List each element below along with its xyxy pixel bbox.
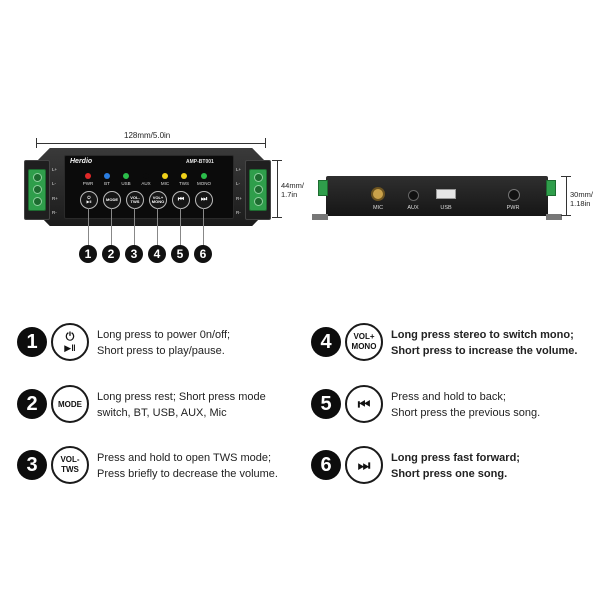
bt-led [104,173,110,179]
usb-led-label: USB [121,181,131,186]
left-channel-label-1: L+ [52,167,58,172]
mic-led-label: MIC [160,181,170,186]
vol-minus-tws-button[interactable]: VOL- TWS [126,191,144,209]
pwr-port-label: PWR [506,205,520,211]
side-height-tick-top [561,176,571,177]
mic-led [162,173,168,179]
callout-number-4: 4 [148,245,166,263]
previous-button[interactable]: ⏮ [172,191,190,209]
pwr-jack[interactable] [508,189,520,201]
legend-number-4: 4 [311,327,341,357]
side-height-dimension-line [566,176,567,216]
right-channel-label-4: R- [236,210,241,215]
side-terminal-left [318,180,328,196]
legend-description-5: Press and hold to back;Short press the p… [391,391,541,419]
bt-led-label: BT [104,181,110,186]
front-height-tick-bottom [272,217,282,218]
vol-plus-mono-icon: VOL+ MONO [345,323,383,361]
side-height-label-in: 1.18in [570,199,591,208]
width-dimension-line [36,143,266,144]
left-channel-label-2: L- [52,181,57,186]
callout-number-5: 5 [171,245,189,263]
callout-line-5 [180,208,181,246]
front-height-label-in: 1.7in [281,190,298,199]
right-speaker-terminal [249,169,267,211]
aux-led [143,173,149,179]
vol-plus-mono-button[interactable]: VOL+ MONO [149,191,167,209]
right-channel-label-3: R+ [236,196,242,201]
right-mounting-flange [546,214,562,220]
callout-line-2 [111,208,112,246]
width-dimension-label: 128mm/5.0in [124,131,171,140]
usb-led [123,173,129,179]
width-dimension-tick-right [265,138,266,148]
mode-icon: MODE [51,385,89,423]
legend-number-5: 5 [311,389,341,419]
pwr-led [85,173,91,179]
callout-line-3 [134,208,135,246]
callout-line-6 [203,208,204,246]
legend-number-2: 2 [17,389,47,419]
previous-track-icon: ⏮ [345,385,383,423]
pwr-led-label: PWR [82,181,94,186]
mode-button[interactable]: MODE [103,191,121,209]
next-track-icon: ⏭ [345,446,383,484]
power-play-icon: ⏻ ▶‖ [51,323,89,361]
next-button[interactable]: ⏭ [195,191,213,209]
tws-led-label: TWS [179,181,189,186]
aux-jack[interactable] [408,190,419,201]
right-channel-label-1: L+ [236,167,242,172]
model-number: AMP-BT001 [186,159,214,165]
left-mounting-flange [312,214,328,220]
left-channel-label-4: R- [52,210,57,215]
legend-description-1: Long press to power 0n/off;Short press t… [97,329,231,357]
legend-number-1: 1 [17,327,47,357]
brand-logo: Herdio [70,158,93,165]
callout-line-4 [157,208,158,246]
mic-port-label: MIC [372,205,384,211]
legend-description-6: Long press fast forward;Short press one … [391,452,520,480]
usb-port[interactable] [436,189,456,199]
front-height-dimension-line [277,160,278,218]
legend-number-6: 6 [311,450,341,480]
callout-number-1: 1 [79,245,97,263]
side-terminal-right [546,180,556,196]
side-height-label-mm: 30mm/ [570,190,593,199]
callout-number-6: 6 [194,245,212,263]
left-speaker-terminal [28,169,46,211]
legend-description-3: Press and hold to open TWS mode;Press br… [97,452,278,480]
usb-port-label: USB [440,205,452,211]
callout-number-2: 2 [102,245,120,263]
right-channel-label-2: L- [236,181,241,186]
left-channel-label-3: R+ [52,196,58,201]
mono-led-label: MONO [197,181,211,186]
tws-led [181,173,187,179]
front-height-tick-top [272,160,282,161]
callout-line-1 [88,208,89,246]
mono-led [201,173,207,179]
aux-led-label: AUX [141,181,151,186]
front-height-label-mm: 44mm/ [281,181,304,190]
mic-jack[interactable] [371,187,385,201]
legend-number-3: 3 [17,450,47,480]
legend-description-4: Long press stereo to switch mono;Short p… [391,329,578,357]
vol-minus-tws-icon: VOL- TWS [51,446,89,484]
width-dimension-tick-left [36,138,37,148]
side-height-tick-bottom [561,215,571,216]
aux-port-label: AUX [407,205,419,211]
callout-number-3: 3 [125,245,143,263]
power-play-button[interactable]: ⏻ ▶‖ [80,191,98,209]
